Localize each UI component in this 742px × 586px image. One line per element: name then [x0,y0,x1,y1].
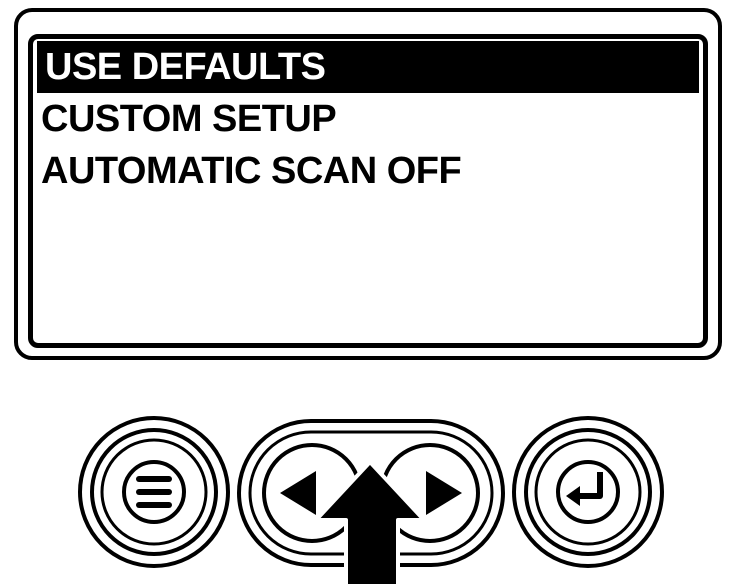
lcd-display: USE DEFAULTS CUSTOM SETUP AUTOMATIC SCAN… [28,34,708,348]
arrow-right-icon [426,471,462,515]
scan-tool-screen-frame: USE DEFAULTS CUSTOM SETUP AUTOMATIC SCAN… [14,8,722,360]
menu-lines-icon [136,476,172,508]
menu-item-custom-setup[interactable]: CUSTOM SETUP [41,98,337,140]
setup-menu: USE DEFAULTS CUSTOM SETUP AUTOMATIC SCAN… [33,39,703,197]
menu-button[interactable] [76,414,232,570]
enter-button[interactable] [510,414,666,570]
menu-item-automatic-scan-off[interactable]: AUTOMATIC SCAN OFF [41,150,462,192]
menu-item-use-defaults[interactable]: USE DEFAULTS [37,41,699,93]
enter-return-icon [566,472,603,506]
arrow-left-icon [280,471,316,515]
